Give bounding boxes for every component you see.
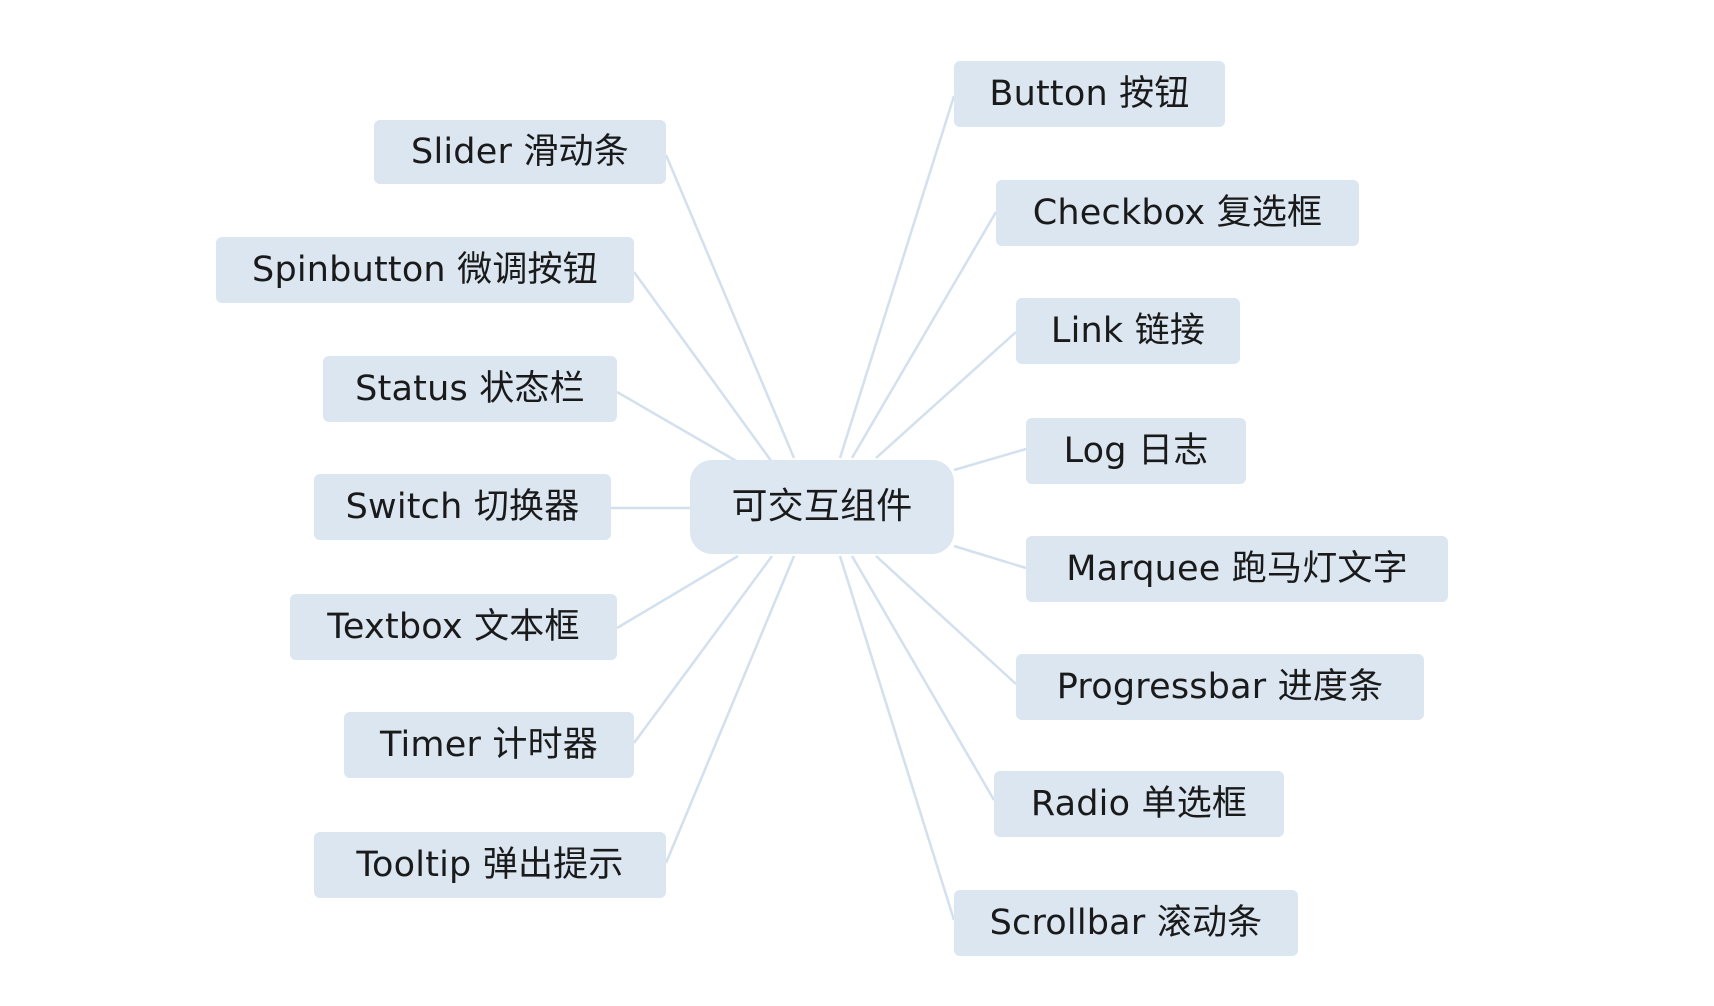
node-radio: Radio 单选框 <box>994 771 1284 837</box>
connector-checkbox <box>850 211 998 459</box>
node-scrollbar: Scrollbar 滚动条 <box>954 890 1298 956</box>
node-status: Status 状态栏 <box>323 356 617 422</box>
node-checkbox: Checkbox 复选框 <box>996 180 1359 246</box>
connector-log <box>953 447 1027 472</box>
connector-marquee <box>953 544 1027 570</box>
connector-radio <box>850 555 996 801</box>
connector-timer <box>632 555 774 744</box>
connector-tooltip <box>664 555 796 864</box>
node-timer: Timer 计时器 <box>344 712 634 778</box>
node-textbox: Textbox 文本框 <box>290 594 617 660</box>
connector-status <box>616 390 739 464</box>
node-marquee: Marquee 跑马灯文字 <box>1026 536 1448 602</box>
node-slider: Slider 滑动条 <box>374 120 666 184</box>
node-button: Button 按钮 <box>954 61 1225 127</box>
node-link: Link 链接 <box>1016 298 1240 364</box>
node-spinbutton: Spinbutton 微调按钮 <box>216 237 634 303</box>
connector-scrollbar <box>838 555 956 921</box>
connector-spinbutton <box>632 271 774 463</box>
connector-button <box>838 95 956 459</box>
connector-progressbar <box>875 555 1017 685</box>
node-progressbar: Progressbar 进度条 <box>1016 654 1424 720</box>
connector-slider <box>664 154 796 459</box>
node-log: Log 日志 <box>1026 418 1246 484</box>
node-tooltip: Tooltip 弹出提示 <box>314 832 666 898</box>
connector-textbox <box>616 554 739 630</box>
connector-link <box>875 331 1017 459</box>
center-node: 可交互组件 <box>690 460 954 554</box>
node-switch: Switch 切换器 <box>314 474 611 540</box>
